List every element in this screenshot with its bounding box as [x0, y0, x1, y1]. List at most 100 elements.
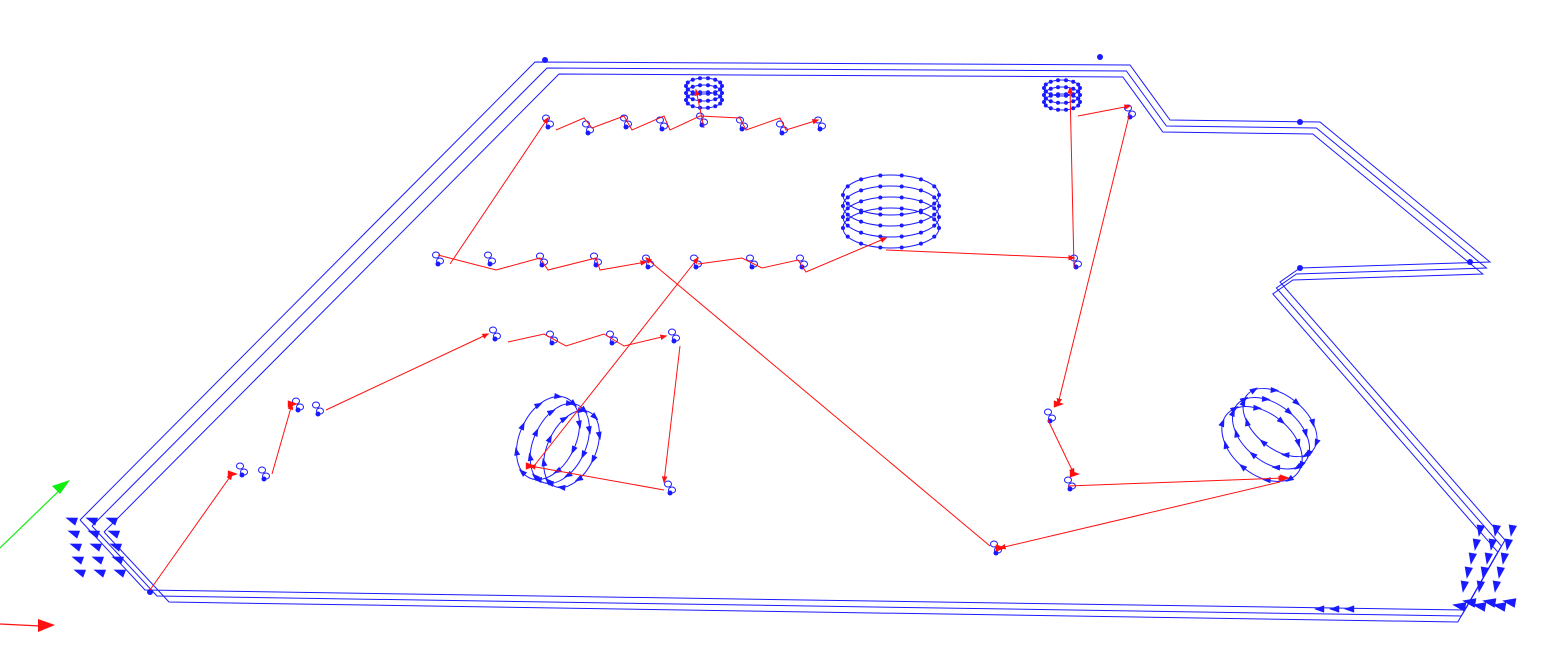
mini-loop [620, 114, 628, 122]
direction-arrow-icon [571, 445, 578, 455]
toolpath-node [645, 264, 651, 270]
toolpath-node [845, 184, 850, 189]
toolpath-node [1071, 86, 1076, 91]
direction-arrow-icon [559, 416, 569, 424]
toolpath-node [918, 219, 923, 224]
direction-arrow-icon [585, 425, 592, 435]
direction-arrow-icon [1476, 524, 1485, 537]
mini-loop [606, 330, 614, 338]
direction-arrow-icon [1476, 580, 1485, 593]
toolpath-node [1071, 93, 1076, 98]
direction-arrow-icon [1462, 598, 1477, 608]
toolpath-node [899, 184, 904, 189]
toolpath-node [1467, 259, 1473, 265]
toolpath-node [690, 97, 695, 102]
toolpath-node [1064, 92, 1069, 97]
direction-arrow-icon [1301, 450, 1311, 458]
ring [1231, 397, 1311, 470]
travel-move-3 [325, 333, 490, 411]
direction-arrow-icon [1234, 428, 1241, 438]
direction-arrow-icon [1218, 418, 1225, 428]
toolpath-node [932, 223, 937, 228]
toolpath-node [693, 264, 699, 270]
direction-arrow-icon [1460, 580, 1469, 593]
direction-arrow-icon [518, 468, 528, 477]
direction-arrow-icon [91, 556, 105, 565]
ring [543, 409, 600, 489]
toolpath-node [1055, 107, 1060, 112]
toolpath-node [1048, 106, 1053, 111]
direction-arrow-icon [1496, 566, 1505, 579]
travel-move-2 [271, 402, 294, 475]
direction-arrow-icon [544, 477, 553, 486]
direction-arrow-icon [1508, 524, 1517, 537]
toolpath-node [878, 173, 883, 178]
toolpath-node [1076, 103, 1081, 108]
travel-move-1 [149, 472, 233, 591]
direction-arrow-icon [563, 470, 573, 478]
direction-arrow-icon [1472, 602, 1487, 612]
toolpath-node [859, 188, 864, 193]
toolpath-node [918, 210, 923, 215]
direction-arrow-icon [514, 446, 521, 456]
toolpath-node [841, 193, 845, 197]
tilted-rings-right [1218, 386, 1321, 484]
zigzag-row-lower [236, 104, 1136, 556]
direction-arrow-icon [1484, 552, 1493, 565]
toolpath-node [749, 264, 755, 270]
toolpath-node [899, 245, 904, 250]
toolpath-node [1048, 93, 1053, 98]
toolpath-node [937, 193, 941, 197]
toolpath-node [706, 83, 711, 88]
travel-move-8 [697, 237, 888, 273]
toolpath-node [718, 94, 723, 99]
toolpath-node [899, 234, 904, 239]
x-axis-line [0, 623, 41, 627]
travel-move-19 [555, 115, 820, 131]
toolpath-features [236, 76, 1321, 556]
direction-arrow-icon [1069, 470, 1080, 478]
toolpath-node [1071, 106, 1076, 111]
toolpath-node [697, 76, 702, 81]
direction-arrow-icon [1482, 598, 1497, 608]
direction-arrow-icon [1452, 602, 1467, 612]
direction-arrow-icon [87, 530, 101, 539]
direction-arrow-icon [1261, 395, 1271, 402]
coil-ring [842, 207, 940, 249]
direction-arrow-icon [1279, 474, 1290, 482]
mini-loop [258, 466, 266, 474]
direction-arrow-icon [1329, 605, 1340, 613]
toolpath-node [684, 91, 688, 95]
direction-arrow-icon [67, 530, 81, 539]
direction-arrow-icon [1294, 438, 1301, 448]
toolpath-node [295, 407, 301, 413]
mini-loop [236, 462, 244, 470]
travel-move-11 [1077, 104, 1132, 117]
direction-arrow-icon [1292, 398, 1301, 406]
toolpath-node [918, 177, 923, 182]
direction-arrow-icon [527, 452, 534, 462]
mini-loop [484, 251, 492, 259]
direction-arrow-icon [541, 457, 548, 467]
toolpath-node [878, 245, 883, 250]
toolpath-node [1078, 100, 1082, 104]
travel-moves [149, 86, 1290, 591]
toolpath-node [899, 212, 904, 217]
toolpath-node [1078, 86, 1082, 90]
toolpath-node [718, 87, 723, 92]
toolpath-node [1076, 89, 1081, 94]
toolpath-node [593, 262, 599, 268]
ring [1221, 406, 1303, 482]
direction-arrow-icon [71, 556, 85, 565]
direction-arrow-icon [1249, 451, 1258, 460]
toolpath-node [718, 80, 723, 85]
direction-arrow-icon [554, 393, 563, 399]
toolpath-node [779, 130, 785, 136]
toolpath-node [1067, 486, 1073, 492]
toolpath-node [690, 77, 695, 82]
tilted-rings-left [514, 393, 602, 491]
toolpath-node [918, 199, 923, 204]
direction-arrow-icon [93, 569, 107, 578]
